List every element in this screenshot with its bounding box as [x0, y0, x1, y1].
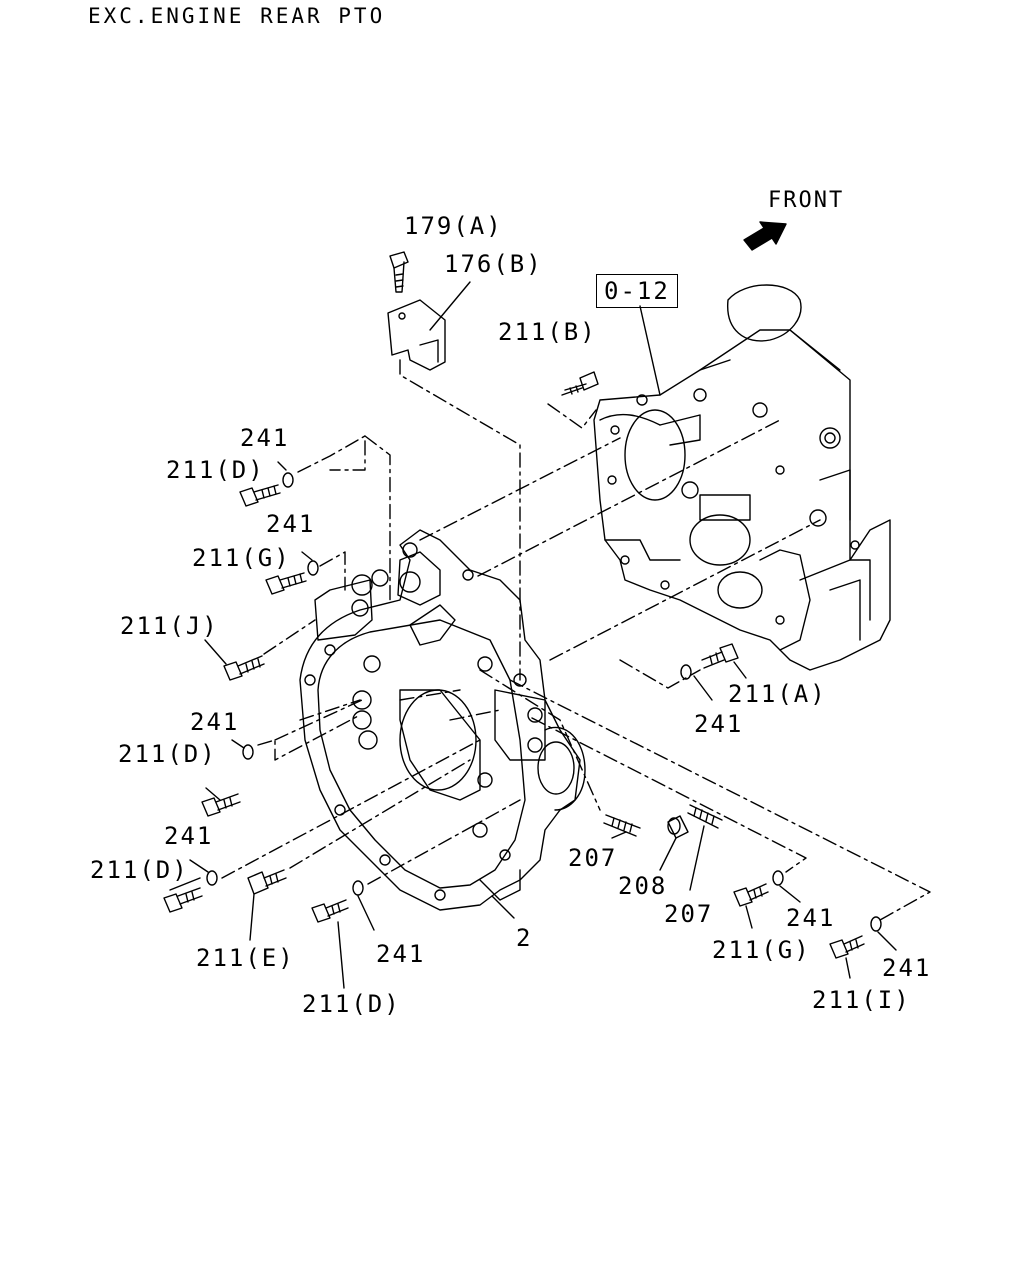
washer-241-g-right: [773, 871, 783, 885]
bolt-211d-upper: [240, 485, 280, 506]
stud-207-left: [604, 815, 640, 836]
callout-211b[interactable]: 211(B): [498, 318, 597, 346]
callout-2[interactable]: 2: [516, 924, 533, 952]
washer-241-mid: [243, 745, 253, 759]
bolt-211d-low: [164, 888, 202, 912]
washer-241-g: [308, 561, 318, 575]
callout-211g-right[interactable]: 211(G): [712, 936, 811, 964]
callout-211a[interactable]: 211(A): [728, 680, 827, 708]
callout-176b[interactable]: 176(B): [444, 250, 543, 278]
callout-211g-left[interactable]: 211(G): [192, 544, 291, 572]
callout-241-bottom[interactable]: 241: [376, 940, 426, 968]
washer-241-low: [207, 871, 217, 885]
bracket-176b: [388, 300, 445, 370]
callout-241-g[interactable]: 241: [266, 510, 316, 538]
bolt-211g-right: [734, 884, 768, 906]
washer-241-upper: [283, 473, 293, 487]
reference-box-0-12[interactable]: 0-12: [596, 274, 678, 308]
callout-179a[interactable]: 179(A): [404, 212, 503, 240]
callout-211j[interactable]: 211(J): [120, 612, 219, 640]
leader-lines: [170, 282, 896, 988]
bolt-211i: [830, 936, 864, 958]
bolt-211e: [248, 870, 286, 894]
callout-211d-low[interactable]: 211(D): [90, 856, 189, 884]
front-arrow-icon: [744, 222, 786, 250]
bolt-179a: [390, 252, 408, 292]
callout-241-i[interactable]: 241: [882, 954, 932, 982]
bolt-211d-bottom: [312, 900, 348, 922]
bolt-211g-left: [266, 573, 306, 594]
washer-241-a: [681, 665, 691, 679]
callout-211e[interactable]: 211(E): [196, 944, 295, 972]
engine-block: [594, 285, 890, 670]
diagram-title: EXC.ENGINE REAR PTO: [88, 4, 386, 28]
washer-241-bottom: [353, 881, 363, 895]
bushing-208: [668, 816, 688, 838]
bolt-211d-mid: [202, 794, 240, 816]
callout-241-a[interactable]: 241: [694, 710, 744, 738]
front-direction-label: FRONT: [768, 188, 845, 213]
callout-211d-upper[interactable]: 211(D): [166, 456, 265, 484]
callout-241-g-right[interactable]: 241: [786, 904, 836, 932]
washer-241-i: [871, 917, 881, 931]
callout-207-left[interactable]: 207: [568, 844, 618, 872]
bolt-211a: [702, 644, 738, 668]
flywheel-housing: [300, 530, 585, 910]
callout-211d-bottom[interactable]: 211(D): [302, 990, 401, 1018]
callout-211i[interactable]: 211(I): [812, 986, 911, 1014]
bolt-211b: [562, 372, 598, 395]
callout-241-mid[interactable]: 241: [190, 708, 240, 736]
callout-207-right[interactable]: 207: [664, 900, 714, 928]
callout-241-upper[interactable]: 241: [240, 424, 290, 452]
callout-211d-mid[interactable]: 211(D): [118, 740, 217, 768]
callout-241-low[interactable]: 241: [164, 822, 214, 850]
callout-208[interactable]: 208: [618, 872, 668, 900]
assembly-lines: [222, 360, 930, 920]
bolt-211j: [224, 656, 264, 680]
stud-207-right: [688, 805, 722, 828]
